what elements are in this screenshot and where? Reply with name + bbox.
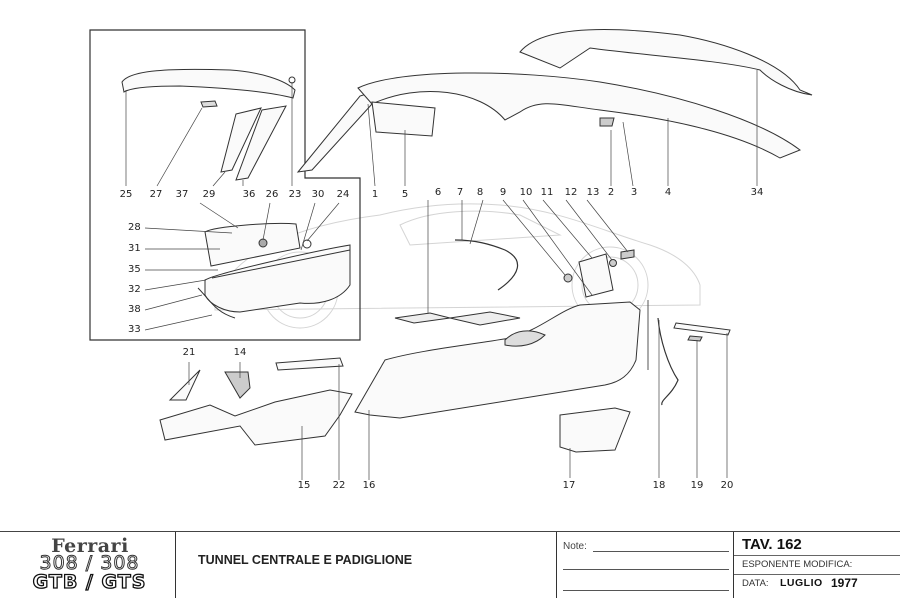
callout-22: 22: [332, 480, 346, 491]
callout-4: 4: [664, 187, 672, 198]
part-headliner: [357, 72, 802, 159]
callout-32: 32: [128, 284, 141, 295]
callout-26: 26: [265, 189, 279, 200]
note-line-3: [563, 590, 729, 591]
part-roof-panel: [519, 29, 813, 96]
date-label: DATA:: [742, 578, 769, 589]
callout-10: 10: [519, 187, 533, 198]
callout-1: 1: [371, 189, 379, 200]
callout-28: 28: [128, 222, 141, 233]
meta-divider: [734, 555, 900, 556]
callout-36: 36: [242, 189, 256, 200]
part-shell: [204, 244, 351, 313]
callout-27: 27: [149, 189, 163, 200]
table-number: TAV. 162: [742, 536, 802, 553]
callout-16: 16: [362, 480, 376, 491]
part-lid: [204, 222, 301, 267]
callout-13: 13: [586, 187, 600, 198]
callout-2: 2: [607, 187, 615, 198]
callout-17: 17: [562, 480, 576, 491]
callout-23: 23: [288, 189, 302, 200]
notes-cell: Note:: [557, 532, 734, 598]
sheet-meta-cell: TAV. 162 ESPONENTE MODIFICA: DATA: LUGLI…: [734, 532, 900, 598]
sheet-title: TUNNEL CENTRALE E PADIGLIONE: [198, 553, 413, 567]
callout-8: 8: [476, 187, 484, 198]
callout-11: 11: [540, 187, 554, 198]
callout-33: 33: [128, 324, 141, 335]
exploded-parts-diagram: 25 27 37 29 36 26 23 30 24 28 31 35 32 3…: [89, 29, 813, 491]
callout-18: 18: [652, 480, 666, 491]
title-block: Ferrari 308 / 308 GTB / GTS TUNNEL CENTR…: [0, 531, 900, 598]
part-tray: [559, 407, 631, 453]
callout-35: 35: [128, 264, 141, 275]
callout-21: 21: [182, 347, 196, 358]
callout-7: 7: [456, 187, 464, 198]
callout-38: 38: [128, 304, 141, 315]
callout-24: 24: [336, 189, 350, 200]
inset-frame: [89, 29, 361, 341]
callout-20: 20: [720, 480, 734, 491]
callout-5: 5: [401, 189, 409, 200]
leader-lines: [125, 70, 758, 480]
callout-37: 37: [175, 189, 189, 200]
callout-12: 12: [564, 187, 578, 198]
ferrari-logo: Ferrari 308 / 308 GTB / GTS: [0, 532, 176, 598]
callout-15: 15: [297, 480, 311, 491]
revision-label: ESPONENTE MODIFICA:: [742, 559, 853, 570]
callout-3: 3: [630, 187, 638, 198]
part-roof-rail: [121, 68, 296, 99]
callout-31: 31: [128, 243, 141, 254]
meta-divider: [734, 574, 900, 575]
callout-19: 19: [690, 480, 704, 491]
callout-14: 14: [233, 347, 247, 358]
note-line-2: [563, 569, 729, 570]
part-tunnel-trim: [159, 389, 353, 446]
part-sun-visor: [371, 101, 436, 137]
callout-29: 29: [202, 189, 216, 200]
callout-9: 9: [499, 187, 507, 198]
part-console: [354, 301, 641, 419]
note-line-1: [593, 551, 729, 552]
date-year: 1977: [831, 576, 858, 590]
model-variants: GTB / GTS: [32, 571, 147, 593]
notes-label: Note:: [563, 541, 587, 552]
callout-25: 25: [119, 189, 133, 200]
brand-wordmark: Ferrari: [51, 535, 129, 557]
callout-6: 6: [434, 187, 442, 198]
model-numbers: 308 / 308: [39, 552, 140, 574]
callout-30: 30: [311, 189, 325, 200]
sheet-title-cell: TUNNEL CENTRALE E PADIGLIONE: [176, 532, 557, 598]
date-month: LUGLIO: [780, 577, 823, 589]
diagram-linework: [89, 29, 813, 480]
callout-34: 34: [750, 187, 764, 198]
